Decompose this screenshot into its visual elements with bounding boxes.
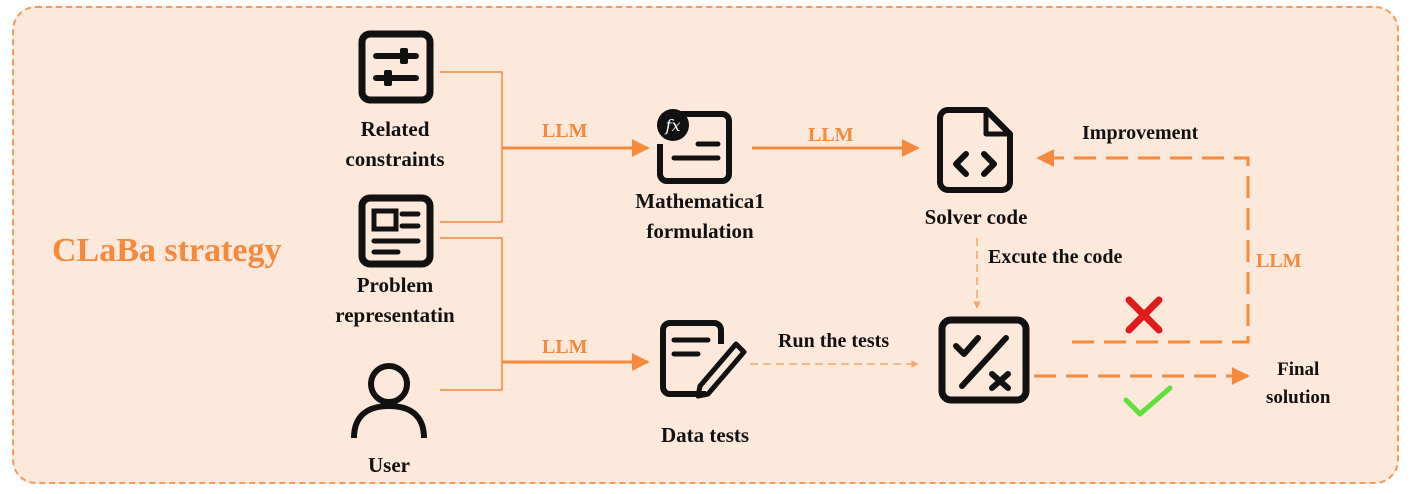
check-cross-icon <box>938 316 1030 404</box>
code-file-icon <box>937 107 1013 193</box>
llm-label-feedback: LLM <box>1256 250 1302 272</box>
diagram-frame <box>12 6 1399 484</box>
problem-representation-label: Problem representatin <box>335 273 455 327</box>
llm-label-formulation: LLM <box>542 120 588 142</box>
related-constraints-label: Related constraints <box>345 117 445 171</box>
formula-document-icon: fx <box>657 109 732 184</box>
user-label: User <box>368 453 410 477</box>
strategy-title: CLaBa strategy <box>52 232 282 269</box>
final-solution-label: Final solution <box>1266 359 1331 408</box>
improvement-label: Improvement <box>1082 122 1199 144</box>
run-tests-label: Run the tests <box>778 330 890 352</box>
success-check-icon <box>1123 385 1173 417</box>
llm-label-tests: LLM <box>542 336 588 358</box>
solver-code-label: Solver code <box>924 205 1028 229</box>
data-tests-label: Data tests <box>660 423 750 447</box>
edit-document-icon <box>660 320 747 399</box>
user-icon <box>351 363 427 439</box>
arrow-feedback-loop <box>1036 149 1250 344</box>
math-formulation-label: Mathematica1 formulation <box>635 189 765 243</box>
llm-label-solver: LLM <box>808 124 854 146</box>
fail-cross-icon <box>1125 296 1163 334</box>
document-icon <box>358 194 434 268</box>
execute-code-label: Excute the code <box>988 246 1123 268</box>
sliders-icon <box>358 30 434 104</box>
fx-badge: fx <box>665 116 681 135</box>
